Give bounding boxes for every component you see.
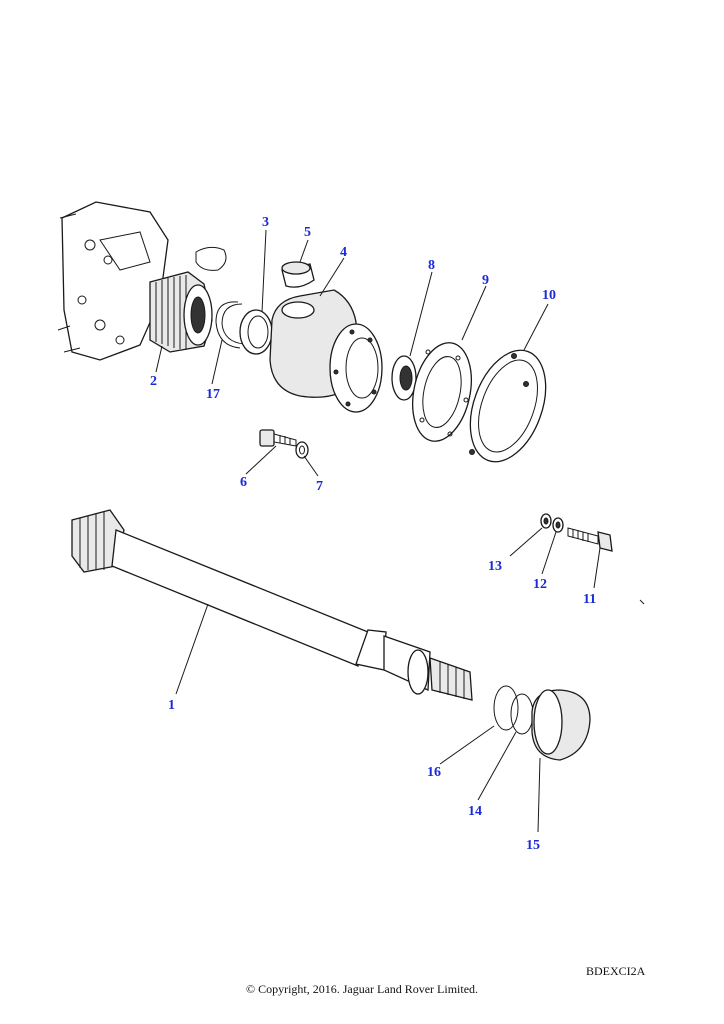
callout-6: 6 [240,475,247,490]
part-8-oil-seal [391,355,417,401]
callout-7: 7 [316,479,323,494]
copyright-notice: © Copyright, 2016. Jaguar Land Rover Lim… [245,982,479,996]
part-7-washer [295,441,309,459]
callout-10: 10 [542,288,556,303]
part-6-bolt [259,429,297,447]
part-4-swivel-pin-housing [269,289,383,413]
part-12-spring-washer [552,517,564,533]
callout-16: 16 [427,765,441,780]
part-14-spacer [510,693,534,735]
callout-5: 5 [304,225,311,240]
part-3-seal [239,309,273,355]
diagram-reference-code: BDEXCI2A [586,964,646,978]
callout-3: 3 [262,215,269,230]
part-5-bush [281,261,315,288]
part-15-hub-cap [531,689,591,761]
callout-13: 13 [488,559,502,574]
callout-2: 2 [150,374,157,389]
callout-8: 8 [428,258,435,273]
part-11-bolt [567,527,613,552]
part-2-splined-gear [149,271,213,353]
part-1-axle-shaft [71,509,473,701]
callout-9: 9 [482,273,489,288]
callout-15: 15 [526,838,540,853]
part-13-washer [540,513,552,529]
part-9-gasket [412,342,472,442]
callout-labels: 3 5 4 8 9 10 2 17 6 7 13 12 11 1 16 14 1… [150,215,596,853]
part-10-retainer-ring [469,349,547,463]
callout-11: 11 [583,592,596,607]
part-16-circlip [493,685,519,731]
callout-4: 4 [340,245,347,260]
callout-17: 17 [206,387,220,402]
callout-12: 12 [533,577,547,592]
callout-1: 1 [168,698,175,713]
callout-14: 14 [468,804,482,819]
part-17-snap-ring [215,301,245,349]
leader-lines [155,229,601,833]
